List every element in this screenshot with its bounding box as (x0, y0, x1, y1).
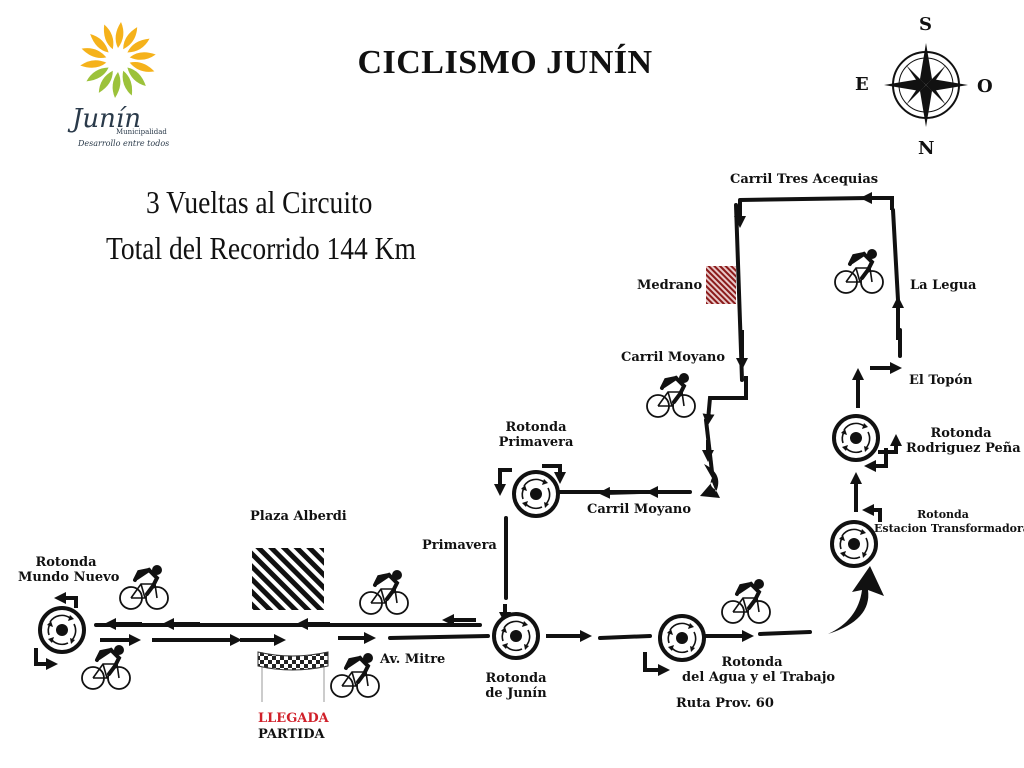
label-av-mitre: Av. Mitre (380, 652, 446, 667)
rotonda-estacion-icon (830, 520, 878, 568)
label-carril-moyano-top: Carril Moyano (621, 350, 726, 365)
label-line: Rotonda (917, 508, 969, 521)
label-line: Rotonda (721, 655, 783, 670)
label-la-legua: La Legua (910, 278, 977, 293)
sun-petal-icon (112, 72, 121, 98)
label-line: del Agua y el Trabajo (682, 670, 836, 685)
logo-tag-municipalidad: Municipalidad (116, 128, 167, 136)
medrano-block (706, 266, 736, 304)
rotonda-mundo-nuevo-icon (38, 606, 86, 654)
label-partida: PARTIDA (258, 727, 325, 742)
label-line: Primavera (498, 435, 574, 450)
label-line: Mundo Nuevo (18, 570, 120, 585)
label-medrano: Medrano (637, 278, 703, 293)
compass-south-label: S (919, 14, 932, 35)
rotonda-junin-icon (492, 612, 540, 660)
cyclist-icon (720, 577, 772, 625)
cyclist-icon (118, 563, 170, 611)
label-line: Rodriguez Peña (906, 441, 1021, 456)
label-primavera: Primavera (422, 538, 497, 553)
label-line: de Junín (485, 686, 547, 701)
label-rotonda-mundo-nuevo: Rotonda Mundo Nuevo (18, 555, 120, 585)
compass-rose-icon (884, 43, 968, 127)
sun-petal-icon (86, 67, 109, 82)
plaza-alberdi-block (252, 548, 324, 610)
sun-petal-icon (98, 70, 113, 93)
label-llegada: LLEGADA (258, 711, 329, 726)
subtitle-distance: Total del Recorrido 144 Km (106, 230, 416, 266)
label-ruta-prov-60: Ruta Prov. 60 (676, 696, 774, 711)
cyclist-icon (358, 568, 410, 616)
label-rotonda-primavera: Rotonda Primavera (496, 420, 576, 450)
subtitle-laps: 3 Vueltas al Circuito (146, 184, 373, 220)
compass-north-label: N (918, 138, 935, 159)
sun-petal-icon (129, 62, 155, 72)
compass-west-label: O (977, 76, 993, 97)
cyclist-icon (645, 371, 697, 419)
cyclist-icon (329, 651, 381, 699)
sun-petal-icon (80, 60, 107, 68)
sun-petal-icon (115, 22, 124, 48)
label-line: Estacion Transformadora (874, 522, 1024, 535)
sun-petal-icon (127, 38, 150, 53)
label-carril-moyano-bottom: Carril Moyano (587, 502, 692, 517)
label-el-topon: El Topón (909, 373, 973, 388)
label-plaza-alberdi: Plaza Alberdi (250, 509, 347, 524)
sun-petal-icon (123, 27, 138, 50)
logo-name: Junín (72, 104, 141, 134)
junin-sun-logo-icon (80, 22, 156, 98)
label-rotonda-agua-trabajo: Rotonda del Agua y el Trabajo (682, 655, 836, 685)
sun-petal-icon (103, 24, 114, 50)
label-rotonda-junin: Rotonda de Junín (478, 671, 554, 701)
sun-petal-icon (127, 67, 146, 87)
sun-petal-icon (81, 48, 107, 58)
label-line: Rotonda (930, 426, 992, 441)
rotonda-agua-trabajo-icon (658, 614, 706, 662)
label-line: Rotonda (505, 420, 567, 435)
compass-east-label: E (855, 74, 869, 95)
sun-petal-icon (90, 33, 109, 53)
label-rotonda-rodriguez-pena: Rotonda Rodriguez Peña (906, 426, 1021, 456)
label-rotonda-estacion: Rotonda Estacion Transformadora (874, 508, 1024, 536)
sun-petal-icon (129, 52, 156, 60)
label-line: Rotonda (35, 555, 97, 570)
finish-banner-icon (257, 651, 329, 702)
label-line: Rotonda (485, 671, 547, 686)
page-title: CICLISMO JUNÍN (357, 44, 653, 81)
rotonda-rodriguez-pena-icon (832, 414, 880, 462)
label-carril-tres-acequias: Carril Tres Acequias (730, 172, 879, 187)
cyclist-icon (80, 643, 132, 691)
rotonda-primavera-icon (512, 470, 560, 518)
sun-petal-icon (122, 70, 133, 96)
cyclist-icon (833, 247, 885, 295)
logo-tagline: Desarrollo entre todos (78, 139, 170, 148)
